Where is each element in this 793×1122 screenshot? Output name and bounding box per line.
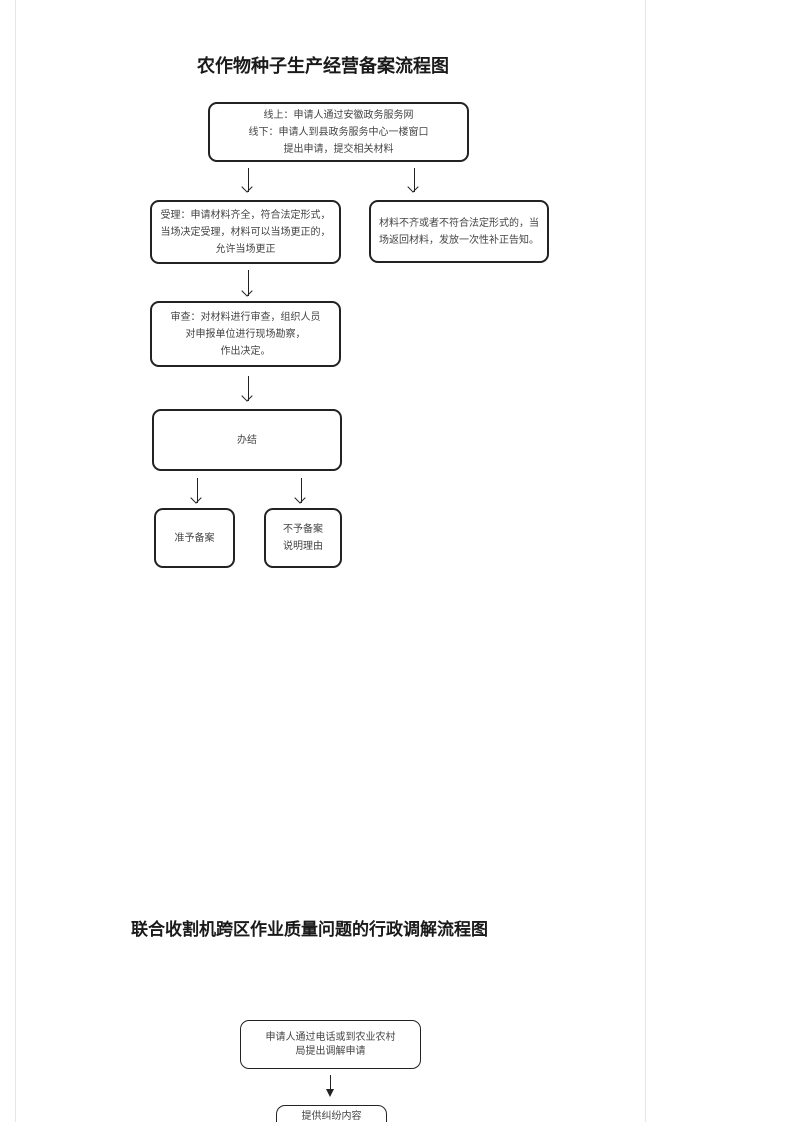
review-text: 审查：对材料进行审查，组织人员 对申报单位进行现场勘察， 作出决定。: [170, 311, 321, 357]
arrow-down-icon: [324, 1075, 336, 1097]
flowchart1-title: 农作物种子生产经营备案流程图: [197, 56, 449, 77]
reject-box: 材料不齐或者不符合法定形式的，当场返回材料，发放一次性补正告知。: [369, 200, 549, 263]
complete-text: 办结: [237, 434, 257, 446]
page-right-edge: [645, 0, 646, 1122]
review-box: 审查：对材料进行审查，组织人员 对申报单位进行现场勘察， 作出决定。: [150, 301, 341, 367]
arrow-down-icon: [407, 168, 420, 193]
arrow-down-icon: [241, 168, 254, 193]
mediation-apply-text: 申请人通过电话或到农业农村 局提出调解申请: [265, 1031, 396, 1057]
provide-content-box: 提供纠纷内容: [276, 1105, 387, 1122]
approve-box: 准予备案: [154, 508, 235, 568]
reject-text: 材料不齐或者不符合法定形式的，当场返回材料，发放一次性补正告知。: [379, 217, 539, 246]
arrow-down-icon: [190, 478, 203, 504]
deny-box: 不予备案 说明理由: [264, 508, 342, 568]
page-left-edge: [15, 0, 16, 1122]
deny-text: 不予备案 说明理由: [283, 524, 323, 552]
approve-text: 准予备案: [174, 532, 215, 544]
arrow-down-icon: [294, 478, 307, 504]
arrow-down-icon: [241, 270, 254, 297]
accept-box: 受理：申请材料齐全，符合法定形式，当场决定受理，材料可以当场更正的，允许当场更正: [150, 200, 341, 264]
apply-box: 线上：申请人通过安徽政务服务网 线下：申请人到县政务服务中心一楼窗口 提出申请，…: [208, 102, 469, 162]
provide-content-text: 提供纠纷内容: [301, 1111, 362, 1122]
arrow-down-icon: [241, 376, 254, 402]
apply-text: 线上：申请人通过安徽政务服务网 线下：申请人到县政务服务中心一楼窗口 提出申请，…: [248, 109, 429, 155]
mediation-apply-box: 申请人通过电话或到农业农村 局提出调解申请: [240, 1020, 421, 1069]
complete-box: 办结: [152, 409, 342, 471]
flowchart2-title: 联合收割机跨区作业质量问题的行政调解流程图: [131, 920, 488, 940]
accept-text: 受理：申请材料齐全，符合法定形式，当场决定受理，材料可以当场更正的，允许当场更正: [160, 209, 331, 255]
